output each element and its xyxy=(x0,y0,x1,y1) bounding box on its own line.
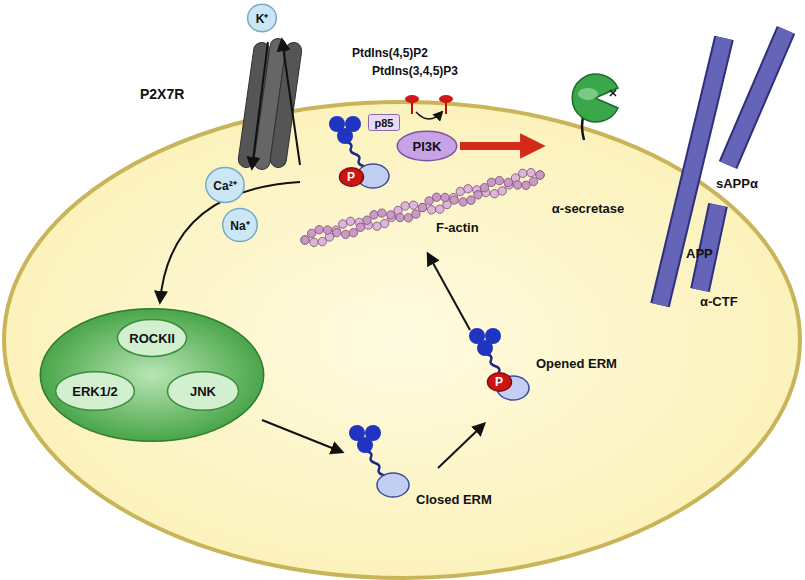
pathway-arrow xyxy=(262,420,342,452)
node-label: α-secretase xyxy=(552,201,624,216)
text-label: PtdIns(3,4,5)P3 xyxy=(372,64,458,78)
molecule-node: Na⁺ xyxy=(222,207,258,243)
ellipse-outline xyxy=(339,168,363,186)
node-label: PI3K xyxy=(413,139,442,154)
molecule-node: ROCKII xyxy=(116,318,188,358)
rect-outline xyxy=(369,115,400,131)
text-label: Closed ERM xyxy=(416,492,492,507)
ellipse-outline xyxy=(56,372,135,411)
text-label: α-CTF xyxy=(700,294,738,309)
pathway-arrow xyxy=(428,254,470,330)
node-label: P xyxy=(347,170,355,184)
molecule-node: p85 xyxy=(368,114,400,131)
enzyme-shape xyxy=(572,74,618,122)
molecule-node: JNK xyxy=(166,370,240,412)
molecule-node: K⁺ xyxy=(247,3,277,33)
ellipse-outline xyxy=(397,131,457,160)
node-label: JNK xyxy=(190,384,216,399)
node-label: K⁺ xyxy=(256,10,269,27)
text-label: PtdIns(4,5)P2 xyxy=(352,46,428,60)
text-label: F-actin xyxy=(436,220,479,235)
node-label: ROCKII xyxy=(129,331,175,346)
ellipse-outline xyxy=(487,373,511,391)
app-protein xyxy=(660,30,786,305)
ellipse-outline xyxy=(248,4,277,32)
molecule-node: PI3K xyxy=(396,130,458,162)
f-actin-filament xyxy=(301,169,544,247)
erm-protein xyxy=(469,328,529,400)
text-label: Opened ERM xyxy=(536,356,617,371)
phosphoinositide xyxy=(405,95,453,119)
ellipse-outline xyxy=(223,208,258,241)
group-oval xyxy=(40,309,263,441)
activation-arrow xyxy=(460,142,538,150)
pathway-arrow xyxy=(438,424,484,468)
node-label: Ca²⁺ xyxy=(213,177,236,194)
text-label: P2X7R xyxy=(140,86,184,102)
p2x7r-channel xyxy=(237,38,302,171)
node-label: p85 xyxy=(375,117,394,129)
scissors xyxy=(610,90,616,96)
highlight xyxy=(578,88,598,100)
pathway-group: ROCKII ERK1/2 JNK xyxy=(38,306,266,444)
node-label: ERK1/2 xyxy=(72,384,118,399)
node-label: Na⁺ xyxy=(230,217,249,234)
molecule-node: ERK1/2 xyxy=(54,370,136,412)
molecule-node: Ca²⁺ xyxy=(205,166,245,204)
ellipse-outline xyxy=(117,320,186,357)
node-shape xyxy=(540,70,636,218)
molecule-node: P xyxy=(339,167,364,187)
node-label: P xyxy=(495,375,503,389)
molecule-node: P xyxy=(487,372,512,392)
cell-membrane xyxy=(4,102,800,578)
text-label: sAPPα xyxy=(716,176,758,191)
ellipse-outline xyxy=(167,372,238,411)
erm-protein xyxy=(349,425,409,497)
ion-arrow xyxy=(252,42,268,168)
text-label: APP xyxy=(686,246,713,261)
ellipse-outline xyxy=(206,168,244,203)
ion-arrow xyxy=(282,40,300,165)
enzyme-node: α-secretase xyxy=(540,70,636,218)
